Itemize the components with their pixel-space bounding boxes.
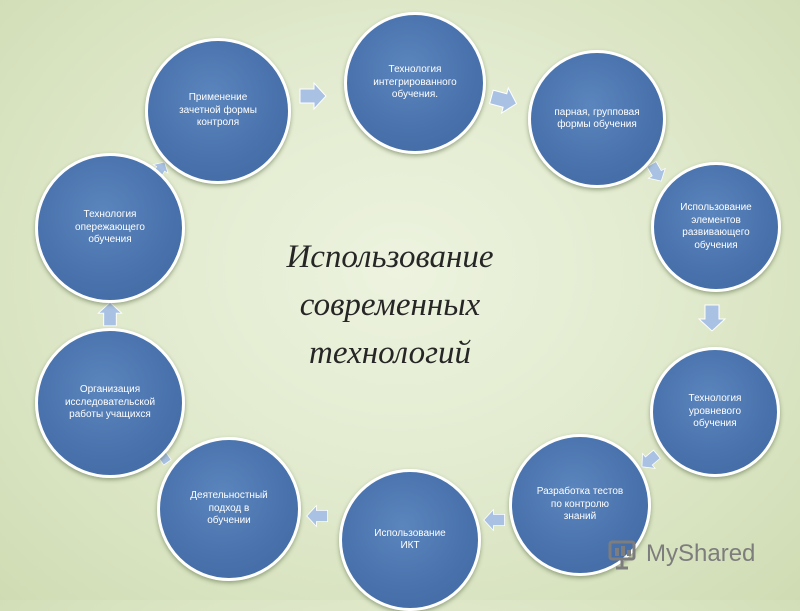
flow-arrow-icon: [299, 81, 327, 111]
node-label: парная, групповая формы обучения: [554, 106, 640, 131]
node-pair-group-forms: парная, групповая формы обучения: [528, 50, 666, 188]
flow-arrow-icon: [646, 161, 666, 182]
flow-arrow-icon: [483, 508, 506, 532]
node-activity-approach: Деятельностный подход в обучении: [157, 437, 301, 581]
flow-arrow-icon: [697, 304, 727, 332]
node-test-control-form: Применение зачетной формы контроля: [145, 38, 291, 184]
node-label: Технология интегрированного обучения.: [373, 64, 457, 101]
node-research-work: Организация исследовательской работы уча…: [35, 328, 185, 478]
node-advanced-learning: Технология опережающего обучения: [35, 153, 185, 303]
node-label: Технология уровневого обучения: [688, 393, 742, 430]
node-label: Деятельностный подход в обучении: [190, 490, 268, 527]
flow-arrow-icon: [97, 301, 123, 327]
node-label: Разработка тестов по контролю знаний: [536, 486, 624, 523]
node-ict-usage: Использование ИКТ: [339, 469, 481, 611]
presentation-logo-icon: [608, 540, 636, 570]
node-label: Использование ИКТ: [374, 527, 446, 552]
node-integrated-learning: Технология интегрированного обучения.: [344, 12, 486, 154]
node-label: Использование элементов развивающего обу…: [680, 202, 752, 251]
center-title: Использование современных технологий: [286, 239, 494, 371]
node-level-learning: Технология уровневого обучения: [650, 347, 780, 477]
flow-arrow-icon: [641, 449, 661, 469]
node-label: Технология опережающего обучения: [75, 209, 145, 246]
node-label: Организация исследовательской работы уча…: [64, 384, 156, 421]
flow-arrow-icon: [488, 86, 518, 115]
flow-arrow-icon: [306, 504, 329, 528]
watermark-text: MyShared: [646, 540, 756, 567]
watermark: MyShared: [606, 536, 755, 572]
node-label: Применение зачетной формы контроля: [179, 92, 257, 129]
node-developing-learning: Использование элементов развивающего обу…: [651, 162, 781, 292]
